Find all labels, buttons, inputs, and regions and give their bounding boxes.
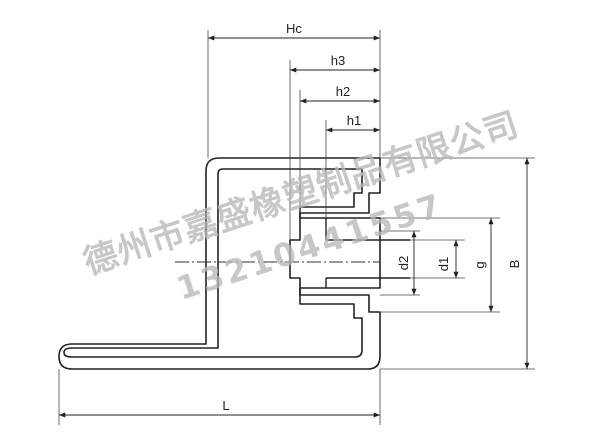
label-h3: h3 (331, 53, 345, 68)
profile-inner-contour (63, 168, 363, 358)
label-hc: Hc (286, 21, 302, 36)
slot-lines (325, 218, 410, 288)
profile-outer-contour (58, 157, 381, 370)
label-d1: d1 (436, 257, 451, 271)
label-b: B (507, 260, 522, 269)
dimension-lines (59, 35, 530, 418)
extension-lines (58, 30, 535, 425)
label-d2: d2 (396, 256, 411, 270)
label-h1: h1 (347, 113, 361, 128)
label-h2: h2 (336, 84, 350, 99)
label-l: L (222, 398, 229, 413)
label-g: g (472, 261, 487, 268)
